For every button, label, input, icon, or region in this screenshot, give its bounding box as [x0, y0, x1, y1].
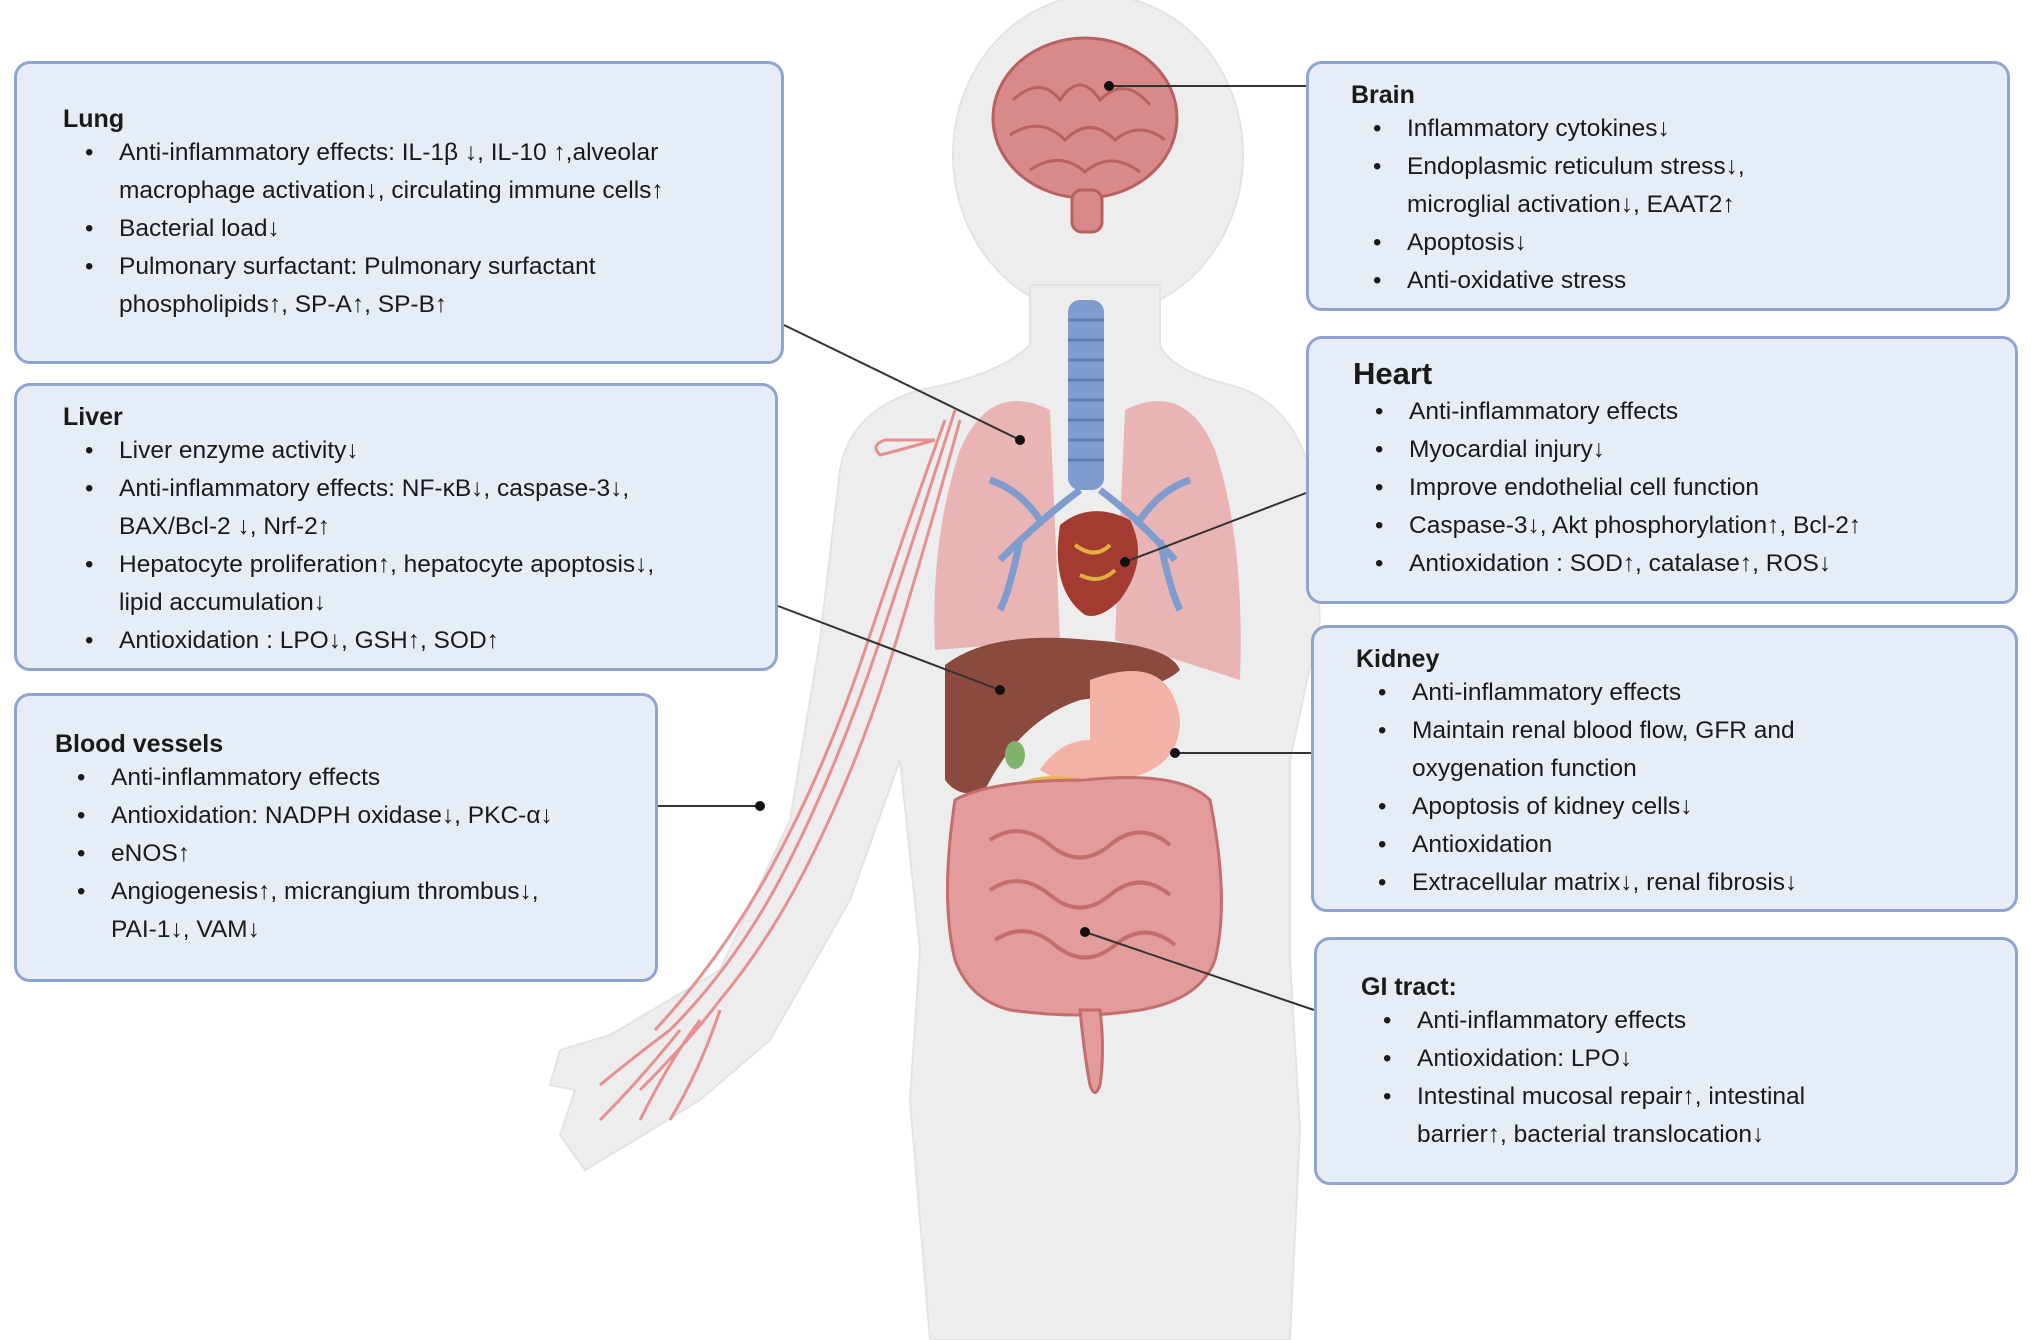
gi-tract-panel: GI tract: Anti-inflammatory effects Anti… — [1314, 937, 2018, 1185]
leader-lines — [658, 85, 1315, 1011]
list-item-line: Anti-inflammatory effects — [1417, 1007, 1687, 1034]
list-item-line: PAI-1↓, VAM↓ — [111, 916, 260, 943]
list-item-line: Improve endothelial cell function — [1409, 474, 1760, 501]
blood-vessels-list: Anti-inflammatory effects Antioxidation:… — [55, 759, 655, 949]
gi-tract-title: GI tract: — [1361, 973, 1457, 1001]
list-item-line: Apoptosis of kidney cells↓ — [1412, 793, 1693, 820]
list-item-line: Bacterial load↓ — [119, 215, 280, 242]
lung-title: Lung — [63, 105, 125, 133]
list-item: Antioxidation: NADPH oxidase↓, PKC-α↓ — [55, 797, 655, 835]
list-item-line: oxygenation function — [1412, 755, 1637, 782]
list-item-line: barrier↑, bacterial translocation↓ — [1417, 1121, 1765, 1148]
kidney-panel: Kidney Anti-inflammatory effects Maintai… — [1311, 625, 2018, 912]
kidney-list: Anti-inflammatory effects Maintain renal… — [1356, 674, 2015, 902]
list-item-line: Anti-oxidative stress — [1407, 267, 1627, 294]
list-item-line: Anti-inflammatory effects — [1409, 398, 1679, 425]
list-item-line: Anti-inflammatory effects: NF-κB↓, caspa… — [119, 475, 630, 502]
list-item: eNOS↑ — [55, 835, 655, 873]
list-item: Improve endothelial cell function — [1353, 469, 2015, 507]
list-item: Bacterial load↓ — [63, 210, 781, 248]
heart-title: Heart — [1353, 356, 1433, 391]
heart-illustration — [1057, 511, 1138, 616]
trachea-illustration — [1068, 300, 1104, 490]
liver-title: Liver — [63, 403, 123, 431]
liver-list: Liver enzyme activity↓ Anti-inflammatory… — [63, 432, 775, 660]
lung-panel: Lung Anti-inflammatory effects: IL-1β ↓,… — [14, 61, 784, 364]
list-item: Anti-inflammatory effects — [1361, 1002, 2015, 1040]
list-item: Antioxidation: LPO↓ — [1361, 1040, 2015, 1078]
list-item: Anti-inflammatory effects — [55, 759, 655, 797]
brain-illustration — [991, 36, 1179, 234]
list-item: Anti-inflammatory effects: NF-κB↓, caspa… — [63, 470, 775, 546]
list-item: Antioxidation : SOD↑, catalase↑, ROS↓ — [1353, 545, 2015, 583]
heart-list: Anti-inflammatory effects Myocardial inj… — [1353, 393, 2015, 583]
list-item-line: Antioxidation : LPO↓, GSH↑, SOD↑ — [119, 627, 499, 654]
list-item: Anti-oxidative stress — [1351, 262, 2007, 300]
list-item: Pulmonary surfactant: Pulmonary surfacta… — [63, 248, 781, 324]
liver-panel: Liver Liver enzyme activity↓ Anti-inflam… — [14, 383, 778, 671]
list-item: Apoptosis of kidney cells↓ — [1356, 788, 2015, 826]
list-item: Myocardial injury↓ — [1353, 431, 2015, 469]
leader-dots — [755, 81, 1180, 937]
list-item-line: Inflammatory cytokines↓ — [1407, 115, 1670, 142]
brain-panel: Brain Inflammatory cytokines↓ Endoplasmi… — [1306, 61, 2010, 311]
list-item: Anti-inflammatory effects — [1356, 674, 2015, 712]
list-item-line: Antioxidation — [1412, 831, 1553, 858]
list-item-line: Endoplasmic reticulum stress↓, — [1407, 153, 1745, 180]
list-item-line: Apoptosis↓ — [1407, 229, 1527, 256]
list-item-line: Anti-inflammatory effects: IL-1β ↓, IL-1… — [119, 139, 659, 166]
list-item-line: Antioxidation : SOD↑, catalase↑, ROS↓ — [1409, 550, 1832, 577]
list-item-line: Extracellular matrix↓, renal fibrosis↓ — [1412, 869, 1798, 896]
list-item-line: Hepatocyte proliferation↑, hepatocyte ap… — [119, 551, 655, 578]
list-item-line: Myocardial injury↓ — [1409, 436, 1606, 463]
list-item-line: macrophage activation↓, circulating immu… — [119, 177, 664, 204]
list-item: Angiogenesis↑, micrangium thrombus↓, PAI-… — [55, 873, 655, 949]
list-item-line: eNOS↑ — [111, 840, 190, 867]
list-item-line: Anti-inflammatory effects — [111, 764, 381, 791]
gi-tract-list: Anti-inflammatory effects Antioxidation:… — [1361, 1002, 2015, 1154]
list-item: Extracellular matrix↓, renal fibrosis↓ — [1356, 864, 2015, 902]
lungs-illustration — [934, 401, 1241, 680]
list-item-line: Liver enzyme activity↓ — [119, 437, 359, 464]
list-item: Endoplasmic reticulum stress↓, microglia… — [1351, 148, 2007, 224]
list-item-line: Intestinal mucosal repair↑, intestinal — [1417, 1083, 1806, 1110]
list-item: Inflammatory cytokines↓ — [1351, 110, 2007, 148]
list-item-line: Antioxidation: NADPH oxidase↓, PKC-α↓ — [111, 802, 553, 829]
list-item-line: Anti-inflammatory effects — [1412, 679, 1682, 706]
brain-list: Inflammatory cytokines↓ Endoplasmic reti… — [1351, 110, 2007, 300]
list-item: Anti-inflammatory effects: IL-1β ↓, IL-1… — [63, 134, 781, 210]
list-item: Apoptosis↓ — [1351, 224, 2007, 262]
list-item: Antioxidation — [1356, 826, 2015, 864]
list-item: Anti-inflammatory effects — [1353, 393, 2015, 431]
list-item-line: Pulmonary surfactant: Pulmonary surfacta… — [119, 253, 596, 280]
blood-vessels-panel: Blood vessels Anti-inflammatory effects … — [14, 693, 658, 982]
list-item-line: BAX/Bcl-2 ↓, Nrf-2↑ — [119, 513, 331, 540]
kidney-title: Kidney — [1356, 645, 1440, 673]
arm-vessels — [598, 409, 962, 1122]
list-item-line: Maintain renal blood flow, GFR and — [1412, 717, 1795, 744]
list-item-line: phospholipids↑, SP-A↑, SP-B↑ — [119, 291, 448, 318]
list-item: Antioxidation : LPO↓, GSH↑, SOD↑ — [63, 622, 775, 660]
blood-vessels-title: Blood vessels — [55, 730, 224, 758]
list-item-line: lipid accumulation↓ — [119, 589, 326, 616]
list-item-line: microglial activation↓, EAAT2↑ — [1407, 191, 1735, 218]
list-item: Caspase-3↓, Akt phosphorylation↑, Bcl-2↑ — [1353, 507, 2015, 545]
list-item-line: Caspase-3↓, Akt phosphorylation↑, Bcl-2↑ — [1409, 512, 1862, 539]
list-item: Hepatocyte proliferation↑, hepatocyte ap… — [63, 546, 775, 622]
heart-panel: Heart Anti-inflammatory effects Myocardi… — [1306, 336, 2018, 604]
list-item-line: Antioxidation: LPO↓ — [1417, 1045, 1633, 1072]
brain-title: Brain — [1351, 81, 1415, 109]
lung-list: Anti-inflammatory effects: IL-1β ↓, IL-1… — [63, 134, 781, 324]
list-item: Maintain renal blood flow, GFR and oxygen… — [1356, 712, 2015, 788]
list-item: Intestinal mucosal repair↑, intestinal ba… — [1361, 1078, 2015, 1154]
list-item: Liver enzyme activity↓ — [63, 432, 775, 470]
list-item-line: Angiogenesis↑, micrangium thrombus↓, — [111, 878, 539, 905]
